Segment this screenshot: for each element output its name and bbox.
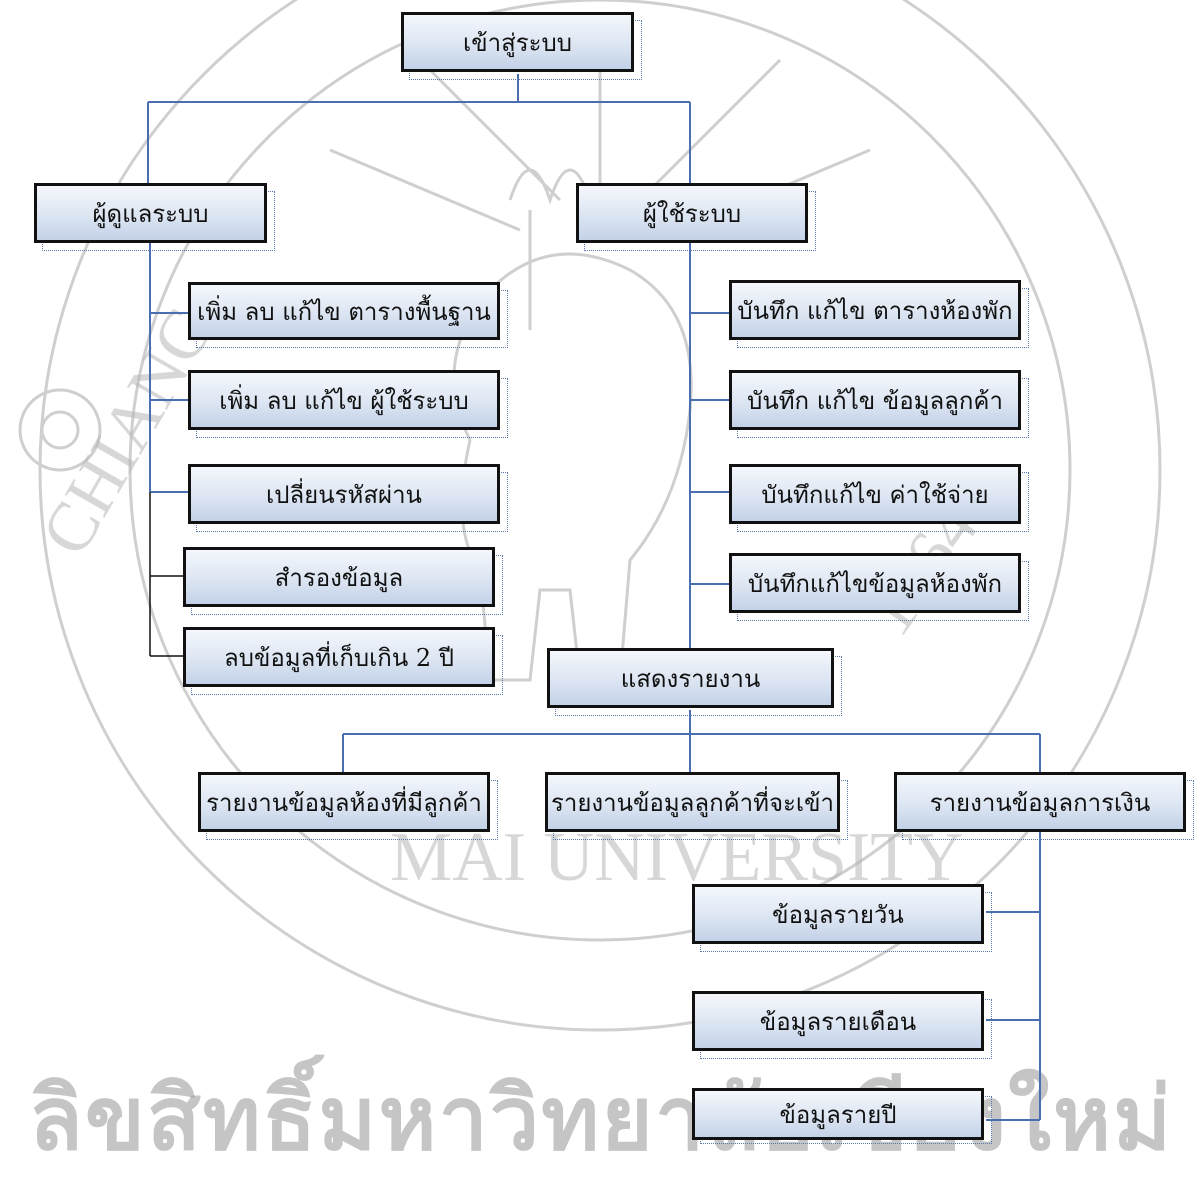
finance-connector bbox=[986, 832, 1041, 1121]
node-admin-2-label: เพิ่ม ลบ แก้ไข ผู้ใช้ระบบ bbox=[188, 370, 500, 430]
node-report-3: รายงานข้อมูลการเงิน bbox=[894, 772, 1194, 840]
node-fin-3: ข้อมูลรายปี bbox=[692, 1088, 992, 1144]
node-fin-2: ข้อมูลรายเดือน bbox=[692, 991, 992, 1059]
node-fin-2-label: ข้อมูลรายเดือน bbox=[692, 991, 984, 1051]
node-report-3-label: รายงานข้อมูลการเงิน bbox=[894, 772, 1186, 832]
node-user-4-label: บันทึกแก้ไขข้อมูลห้องพัก bbox=[729, 553, 1021, 613]
node-user-4: บันทึกแก้ไขข้อมูลห้องพัก bbox=[729, 553, 1029, 621]
user-connector bbox=[689, 242, 730, 648]
node-admin-1: เพิ่ม ลบ แก้ไข ตารางพื้นฐาน bbox=[188, 282, 508, 348]
root-connector bbox=[147, 74, 691, 183]
node-admin-4-label: สำรองข้อมูล bbox=[183, 547, 495, 607]
node-report-2-label: รายงานข้อมูลลูกค้าที่จะเข้า bbox=[545, 772, 840, 832]
node-report-1-label: รายงานข้อมูลห้องที่มีลูกค้า bbox=[198, 772, 490, 832]
node-fin-1-label: ข้อมูลรายวัน bbox=[692, 884, 984, 944]
node-user-1-label: บันทึก แก้ไข ตารางห้องพัก bbox=[729, 280, 1021, 340]
node-admin-label: ผู้ดูแลระบบ bbox=[34, 183, 267, 243]
node-user-3: บันทึกแก้ไข ค่าใช้จ่าย bbox=[729, 464, 1029, 532]
diagram-canvas: CHIANG MAI UNIVERSITY 1964 ลิขสิทธิ์มหาว… bbox=[18, 0, 1194, 1170]
node-user-label: ผู้ใช้ระบบ bbox=[576, 183, 808, 243]
node-login-label: เข้าสู่ระบบ bbox=[401, 12, 634, 72]
node-report-2: รายงานข้อมูลลูกค้าที่จะเข้า bbox=[545, 772, 848, 840]
node-admin-4: สำรองข้อมูล bbox=[183, 547, 503, 615]
node-fin-3-label: ข้อมูลรายปี bbox=[692, 1088, 984, 1140]
node-admin-5-label: ลบข้อมูลที่เก็บเกิน 2 ปี bbox=[183, 627, 495, 687]
node-user-1: บันทึก แก้ไข ตารางห้องพัก bbox=[729, 280, 1029, 348]
node-report-label: แสดงรายงาน bbox=[547, 648, 834, 708]
node-admin: ผู้ดูแลระบบ bbox=[34, 183, 275, 251]
report-connector bbox=[342, 710, 1041, 772]
node-user-2-label: บันทึก แก้ไข ข้อมูลลูกค้า bbox=[729, 370, 1021, 430]
admin-connector-black bbox=[149, 492, 185, 657]
admin-connector-blue bbox=[149, 242, 190, 493]
node-login: เข้าสู่ระบบ bbox=[401, 12, 642, 80]
node-report: แสดงรายงาน bbox=[547, 648, 842, 716]
node-admin-5: ลบข้อมูลที่เก็บเกิน 2 ปี bbox=[183, 627, 503, 695]
node-fin-1: ข้อมูลรายวัน bbox=[692, 884, 992, 952]
node-user-3-label: บันทึกแก้ไข ค่าใช้จ่าย bbox=[729, 464, 1021, 524]
connector-lines bbox=[147, 74, 1041, 1121]
node-report-1: รายงานข้อมูลห้องที่มีลูกค้า bbox=[198, 772, 498, 840]
node-admin-2: เพิ่ม ลบ แก้ไข ผู้ใช้ระบบ bbox=[188, 370, 508, 438]
node-admin-1-label: เพิ่ม ลบ แก้ไข ตารางพื้นฐาน bbox=[188, 282, 500, 340]
node-admin-3: เปลี่ยนรหัสผ่าน bbox=[188, 464, 508, 532]
node-admin-3-label: เปลี่ยนรหัสผ่าน bbox=[188, 464, 500, 524]
node-user-2: บันทึก แก้ไข ข้อมูลลูกค้า bbox=[729, 370, 1029, 438]
node-user: ผู้ใช้ระบบ bbox=[576, 183, 816, 251]
